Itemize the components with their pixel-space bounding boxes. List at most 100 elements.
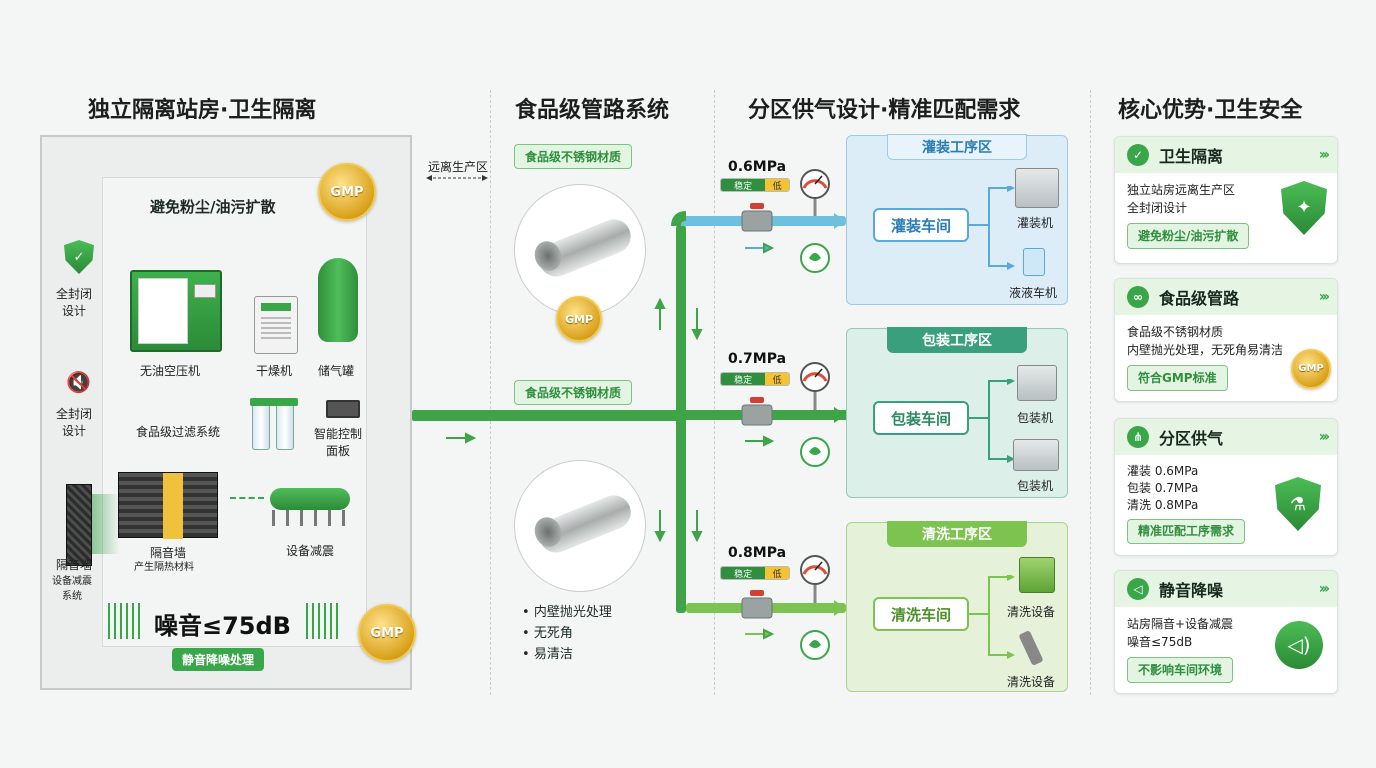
chevrons-icon: ››› bbox=[1318, 429, 1330, 445]
damping-springs bbox=[272, 510, 348, 526]
card-title: 卫生隔离 bbox=[1159, 147, 1224, 166]
compressor-label: 无油空压机 bbox=[140, 364, 201, 378]
divider-2 bbox=[714, 90, 715, 695]
filling-machine-label: 灌装机 bbox=[1017, 216, 1054, 230]
packing-workshop: 包装车间 bbox=[873, 401, 969, 435]
speaker-circle-icon: ◁) bbox=[1275, 621, 1323, 669]
feature-easy-clean: 易清洁 bbox=[533, 647, 573, 662]
spray-gun-icon bbox=[1018, 630, 1044, 666]
card-line: 食品级不锈钢材质 bbox=[1127, 325, 1224, 339]
tank-label: 储气罐 bbox=[318, 364, 355, 378]
pressure-zone-1: 0.6MPa bbox=[728, 159, 787, 175]
sealed-design-label-1: 全封闭 设计 bbox=[56, 287, 93, 318]
card-title: 静音降噪 bbox=[1159, 581, 1224, 600]
card-line: 噪音≤75dB bbox=[1127, 635, 1193, 649]
card-line: 全封闭设计 bbox=[1127, 201, 1188, 215]
room-inner-wall bbox=[102, 177, 367, 647]
sound-wave-right bbox=[306, 603, 342, 639]
gauge-bar-zone-2: 稳定低 bbox=[720, 372, 790, 386]
card-line: 独立站房远离生产区 bbox=[1127, 183, 1236, 197]
chevrons-icon: ››› bbox=[1318, 581, 1330, 597]
isolation-station-room bbox=[40, 135, 412, 690]
cleaning-device-label-1: 清洗设备 bbox=[1007, 605, 1056, 619]
pressure-zone-3: 0.8MPa bbox=[728, 545, 787, 561]
card-line: 包装 0.7MPa bbox=[1127, 481, 1199, 495]
advantage-card-hygiene: ✓ 卫生隔离 ››› 独立站房远离生产区 全封闭设计 避免粉尘/油污扩散 ✦ bbox=[1114, 136, 1338, 264]
dryer-label: 干燥机 bbox=[256, 364, 293, 378]
pipe-closeup-top bbox=[514, 184, 646, 316]
card-pill: 不影响车间环境 bbox=[1127, 657, 1234, 683]
gauge-bar-zone-3: 稳定低 bbox=[720, 566, 790, 580]
divider-1 bbox=[490, 90, 491, 695]
divider-3 bbox=[1090, 90, 1091, 695]
advantage-card-pipeline: ∞食品级管路››› 食品级不锈钢材质 内壁抛光处理，无死角易清洁 符合GMP标准… bbox=[1114, 278, 1338, 402]
hierarchy-icon: ⋔ bbox=[1127, 426, 1149, 448]
card-pill: 精准匹配工序需求 bbox=[1127, 519, 1246, 544]
zone-3-branch bbox=[969, 575, 1015, 659]
zone-filling: 灌装工序区 灌装车间 灌装机 液液车机 bbox=[846, 134, 1068, 305]
pipe-features-list: • 内壁抛光处理 • 无死角 • 易清洁 bbox=[522, 605, 612, 662]
cleaning-workshop: 清洗车间 bbox=[873, 597, 969, 631]
card-title: 分区供气 bbox=[1159, 429, 1224, 448]
insulation-material bbox=[118, 472, 218, 539]
packing-machine-label-2: 包装机 bbox=[1017, 479, 1054, 493]
cleaning-device-icon-1 bbox=[1019, 557, 1055, 593]
sound-wave-left bbox=[108, 603, 144, 639]
gmp-badge-card: GMP bbox=[1291, 349, 1331, 389]
pipe-closeup-bottom bbox=[514, 460, 646, 592]
link-icon: ∞ bbox=[1127, 286, 1149, 308]
sound-wave-glow bbox=[92, 494, 120, 554]
zoning-shield-icon: ⚗ bbox=[1275, 477, 1321, 531]
zone-packing: 包装工序区 包装车间 包装机 包装机 bbox=[846, 327, 1068, 498]
sound-wall-panel bbox=[66, 484, 92, 566]
feature-polished: 内壁抛光处理 bbox=[533, 605, 612, 620]
advantage-card-zoning: ⋔ 分区供气 ››› 灌装 0.6MPa 包装 0.7MPa 清洗 0.8MPa 精… bbox=[1114, 418, 1338, 556]
packing-machine-icon-1 bbox=[1017, 365, 1057, 401]
damping-label: 设备减震 bbox=[286, 544, 335, 558]
liquid-machine-icon bbox=[1023, 248, 1045, 276]
filling-workshop: 灌装车间 bbox=[873, 208, 969, 242]
flow-arrow-dashed bbox=[230, 497, 264, 499]
liquid-machine-label: 液液车机 bbox=[1009, 286, 1058, 300]
gauge-bar-zone-1: 稳定低 bbox=[720, 178, 790, 192]
advantage-card-silence: ◁静音降噪››› 站房隔音+设备减震 噪音≤75dB 不影响车间环境 ◁) bbox=[1114, 570, 1338, 694]
shield-check-icon: ✓ bbox=[1127, 144, 1149, 166]
control-panel bbox=[326, 400, 360, 418]
gmp-badge-noise: GMP bbox=[358, 604, 416, 662]
card-line: 灌装 0.6MPa bbox=[1127, 464, 1199, 478]
pressure-zone-2: 0.7MPa bbox=[728, 351, 787, 367]
stainless-tag-mid: 食品级不锈钢材质 bbox=[514, 380, 633, 405]
card-pill: 符合GMP标准 bbox=[1127, 365, 1228, 391]
chevrons-icon: ››› bbox=[1318, 289, 1330, 305]
card-title: 食品级管路 bbox=[1159, 289, 1240, 308]
zone-1-branch bbox=[969, 186, 1015, 270]
material-label: 隔音墙 bbox=[150, 546, 187, 560]
dryer-unit bbox=[254, 296, 298, 354]
food-grade-filters bbox=[250, 398, 298, 454]
packing-machine-icon-2 bbox=[1013, 439, 1059, 471]
zone-packing-head: 包装工序区 bbox=[887, 327, 1027, 353]
noise-level: 噪音≤75dB bbox=[154, 612, 291, 640]
material-sub: 产生隔热材料 bbox=[134, 562, 194, 573]
chevrons-icon: ››› bbox=[1318, 147, 1330, 163]
mute-icon: 🔇 bbox=[66, 370, 91, 394]
hygiene-shield-icon: ✦ bbox=[1281, 181, 1327, 235]
zone-2-branch bbox=[969, 379, 1015, 463]
section-title-advantages: 核心优势·卫生安全 bbox=[1118, 98, 1303, 123]
feature-no-dead-angle: 无死角 bbox=[533, 626, 573, 641]
filter-label: 食品级过滤系统 bbox=[136, 425, 221, 439]
card-line: 清洗 0.8MPa bbox=[1127, 498, 1199, 512]
damping-unit bbox=[270, 488, 350, 510]
panel-label: 智能控制 面板 bbox=[314, 427, 363, 458]
card-pill: 避免粉尘/油污扩散 bbox=[1127, 223, 1250, 249]
sound-wall-sub: 设备减震 系统 bbox=[52, 576, 92, 602]
avoid-dust-text: 避免粉尘/油污扩散 bbox=[150, 198, 276, 216]
cleaning-device-label-2: 清洗设备 bbox=[1007, 675, 1056, 689]
gmp-badge-pipe: GMP bbox=[556, 296, 602, 342]
sound-wall-label: 隔音墙 bbox=[56, 558, 93, 572]
gmp-badge-room: GMP bbox=[318, 163, 376, 221]
noise-reduction-pill: 静音降噪处理 bbox=[172, 648, 265, 671]
speaker-icon: ◁ bbox=[1127, 578, 1149, 600]
section-title-zoning: 分区供气设计·精准匹配需求 bbox=[748, 98, 1021, 123]
section-title-isolation: 独立隔离站房·卫生隔离 bbox=[88, 98, 317, 123]
